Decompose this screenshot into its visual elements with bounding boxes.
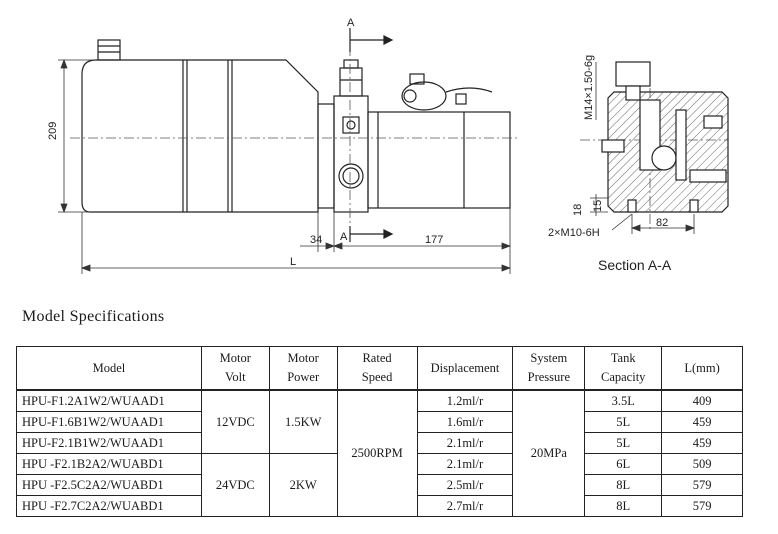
cell-length: 459 — [661, 432, 743, 454]
table-row: HPU -F2.1B2A2/WUABD1 24VDC 2KW 2.1ml/r 6… — [16, 453, 743, 517]
port-fitting — [338, 163, 364, 189]
filler-cap — [97, 39, 121, 61]
section-marker-bottom: A — [340, 231, 348, 243]
valve-manifold — [317, 103, 335, 209]
cell-length: 579 — [661, 474, 743, 496]
section-caption: Section A-A — [598, 257, 672, 273]
specifications-heading: Model Specifications — [22, 308, 165, 325]
cell-displacement: 2.1ml/r — [416, 432, 514, 454]
cell-model: HPU-F1.2A1W2/WUAAD1 — [16, 389, 202, 412]
table-row: HPU-F2.1B1W2/WUAAD1 2.1ml/r 5L 459 — [16, 432, 743, 454]
length-dimension: L — [290, 256, 296, 268]
header-model: Model — [16, 346, 202, 391]
cell-volt-24: 24VDC — [200, 453, 270, 517]
cell-tank: 5L — [584, 432, 663, 454]
cell-model: HPU -F2.7C2A2/WUABD1 — [16, 495, 202, 517]
thread-bottom-label: 2×M10-6H — [548, 227, 600, 239]
cell-tank: 8L — [584, 474, 663, 496]
cell-model: HPU-F2.1B1W2/WUAAD1 — [16, 432, 202, 454]
cell-power-2: 2KW — [268, 453, 338, 517]
offset-dimension: 34 — [310, 234, 322, 246]
dimension-82: 82 — [656, 217, 668, 229]
cell-displacement: 2.1ml/r — [416, 453, 514, 475]
cell-model: HPU-F1.6B1W2/WUAAD1 — [16, 411, 202, 433]
cell-system-pressure: 20MPa — [512, 389, 586, 517]
tank-outline — [81, 59, 319, 213]
cell-displacement: 1.2ml/r — [416, 389, 514, 412]
cell-tank: 5L — [584, 411, 663, 433]
relief-valve — [339, 67, 363, 97]
table-row: HPU-F1.2A1W2/WUAAD1 12VDC 1.5KW 2500RPM … — [16, 389, 743, 517]
cell-power-1-5: 1.5KW — [268, 389, 338, 454]
cell-length: 509 — [661, 453, 743, 475]
cell-volt-12: 12VDC — [200, 389, 270, 454]
cell-model: HPU -F2.1B2A2/WUABD1 — [16, 453, 202, 475]
cell-length: 459 — [661, 411, 743, 433]
thread-top-label: M14×1.50-6g — [583, 55, 595, 120]
cell-length: 409 — [661, 389, 743, 412]
dimension-15: 15 — [592, 200, 604, 212]
cell-tank: 6L — [584, 453, 663, 475]
cell-length: 579 — [661, 495, 743, 517]
cell-displacement: 2.7ml/r — [416, 495, 514, 517]
cell-tank: 3.5L — [584, 389, 663, 412]
header-displacement: Displacement — [416, 346, 514, 391]
starter-solenoid — [401, 81, 447, 111]
cell-displacement: 2.5ml/r — [416, 474, 514, 496]
height-dimension: 209 — [47, 122, 59, 140]
motor-dimension: 177 — [425, 234, 443, 246]
cell-displacement: 1.6ml/r — [416, 411, 514, 433]
electric-motor — [367, 111, 511, 209]
table-row: HPU -F2.7C2A2/WUABD1 2.7ml/r 8L 579 — [16, 495, 743, 517]
header-length: L(mm) — [661, 346, 743, 391]
section-marker-top: A — [347, 17, 355, 29]
cell-tank: 8L — [584, 495, 663, 517]
hydraulic-unit-drawing: A A 209 34 177 L — [47, 17, 729, 274]
dimension-18: 18 — [572, 204, 584, 216]
cell-rated-speed: 2500RPM — [336, 389, 418, 517]
cell-model: HPU -F2.5C2A2/WUABD1 — [16, 474, 202, 496]
